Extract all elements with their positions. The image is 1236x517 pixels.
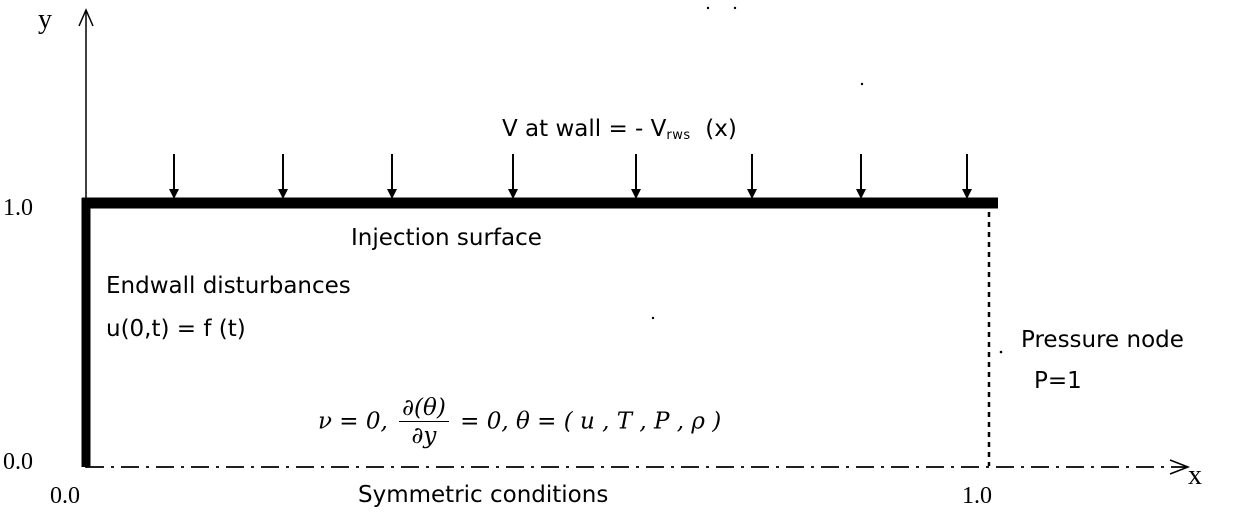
- equation-v: ν = 0,: [318, 408, 388, 435]
- pressure-node-condition: P=1: [1034, 368, 1082, 394]
- x-axis-arrowhead: [1169, 459, 1191, 475]
- speck: [733, 6, 737, 10]
- x-axis-label: x: [1188, 460, 1202, 491]
- y-axis-label: y: [38, 4, 52, 35]
- endwall-title: Endwall disturbances: [106, 273, 351, 299]
- pressure-node-title: Pressure node: [1021, 327, 1184, 353]
- endwall-condition: u(0,t) = f (t): [106, 316, 246, 342]
- speck: [999, 350, 1003, 354]
- symmetric-conditions-label: Symmetric conditions: [358, 482, 609, 508]
- wall-velocity-prefix: V at wall = - V: [502, 116, 667, 142]
- y-tick-0: 0.0: [3, 449, 33, 475]
- equation-fraction: ∂(θ) ∂y: [399, 397, 449, 448]
- equation-denominator: ∂y: [411, 423, 437, 449]
- symmetry-equation: ν = 0, ∂(θ) ∂y = 0, θ = ( u , T , P , ρ …: [318, 397, 721, 448]
- x-tick-0: 0.0: [50, 483, 80, 509]
- speck: [860, 82, 864, 86]
- injection-arrows: [169, 154, 972, 199]
- speck: [651, 316, 655, 320]
- injection-surface-label: Injection surface: [351, 225, 542, 251]
- x-tick-1: 1.0: [962, 483, 992, 509]
- y-tick-1: 1.0: [3, 195, 33, 221]
- y-axis-arrowhead: [78, 8, 94, 27]
- wall-velocity-label: V at wall = - Vrws (x): [502, 116, 737, 143]
- wall-velocity-suffix: (x): [705, 116, 737, 142]
- scan-specks: [651, 6, 1003, 354]
- wall-velocity-subscript: rws: [666, 128, 691, 143]
- speck: [706, 6, 710, 10]
- equation-numerator: ∂(θ): [399, 397, 449, 422]
- equation-rest: = 0, θ = ( u , T , P , ρ ): [460, 408, 722, 435]
